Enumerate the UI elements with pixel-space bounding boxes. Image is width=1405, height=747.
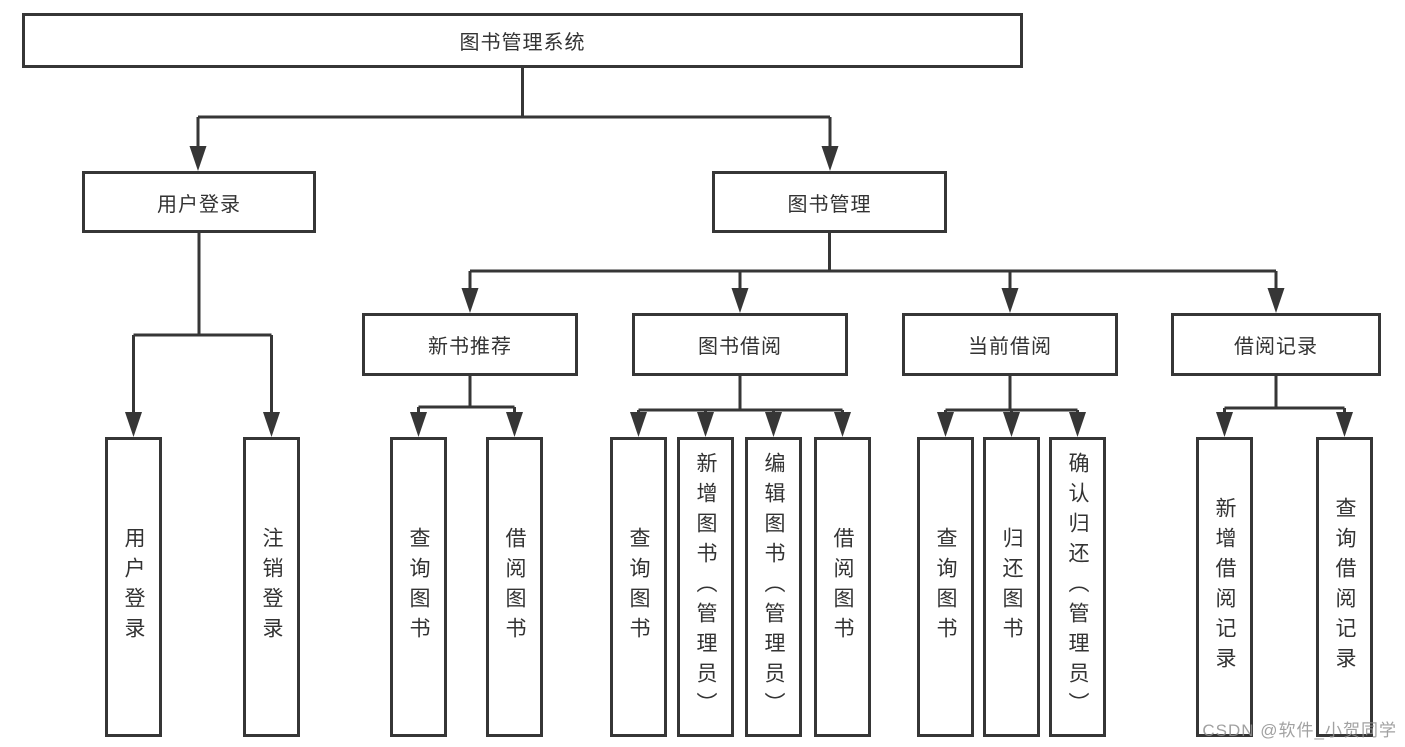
- node-library-management-system: 图书管理系统: [22, 13, 1023, 68]
- leaf-logout: 注销登录: [243, 437, 300, 737]
- watermark: CSDN @软件_小贺同学: [1202, 721, 1397, 740]
- arrowhead-icons: [125, 146, 1353, 437]
- leaf-user-login: 用户登录: [105, 437, 162, 737]
- node-borrowing-records: 借阅记录: [1171, 313, 1381, 376]
- node-user-login: 用户登录: [82, 171, 316, 233]
- leaf-label: 查询图书: [627, 527, 650, 647]
- leaf-edit-books-admin: 编辑图书（管理员）: [745, 437, 802, 737]
- node-book-borrowing: 图书借阅: [632, 313, 848, 376]
- leaf-add-books-admin: 新增图书（管理员）: [677, 437, 734, 737]
- leaf-label: 查询图书: [934, 527, 957, 647]
- node-new-book-recommend: 新书推荐: [362, 313, 578, 376]
- leaf-label: 新增图书（管理员）: [694, 452, 717, 722]
- node-current-borrowing: 当前借阅: [902, 313, 1118, 376]
- leaf-return-books: 归还图书: [983, 437, 1040, 737]
- leaf-label: 查询图书: [407, 527, 430, 647]
- leaf-query-borrow-record: 查询借阅记录: [1316, 437, 1373, 737]
- leaf-borrow-books-recommend: 借阅图书: [486, 437, 543, 737]
- leaf-label: 借阅图书: [831, 527, 854, 647]
- leaf-borrow-books: 借阅图书: [814, 437, 871, 737]
- leaf-label: 查询借阅记录: [1333, 497, 1356, 677]
- leaf-label: 注销登录: [260, 527, 283, 647]
- leaf-query-books-borrowing: 查询图书: [610, 437, 667, 737]
- leaf-add-borrow-record: 新增借阅记录: [1196, 437, 1253, 737]
- leaf-label: 新增借阅记录: [1213, 497, 1236, 677]
- node-book-management: 图书管理: [712, 171, 947, 233]
- leaf-label: 用户登录: [122, 527, 145, 647]
- leaf-query-books-current: 查询图书: [917, 437, 974, 737]
- leaf-label: 归还图书: [1000, 527, 1023, 647]
- leaf-confirm-return-admin: 确认归还（管理员）: [1049, 437, 1106, 737]
- leaf-query-books-recommend: 查询图书: [390, 437, 447, 737]
- leaf-label: 确认归还（管理员）: [1066, 452, 1089, 722]
- leaf-label: 编辑图书（管理员）: [762, 452, 785, 722]
- leaf-label: 借阅图书: [503, 527, 526, 647]
